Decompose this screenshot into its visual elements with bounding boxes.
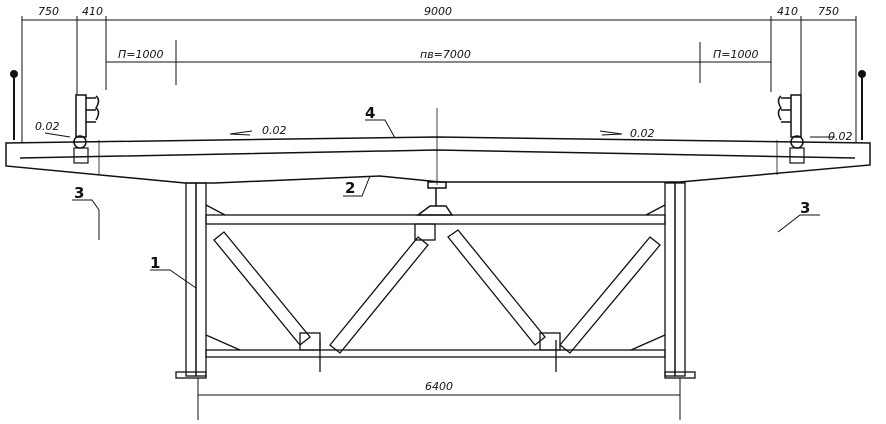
dim-right-sidewalk: 750 [818, 5, 839, 18]
deck-slab [5, 108, 871, 185]
center-bearing [415, 181, 454, 216]
callout-3-left: 3 [74, 184, 84, 202]
callout-1: 1 [150, 254, 160, 272]
callout-2: 2 [345, 179, 355, 197]
top-dimension-chain [21, 16, 857, 143]
slope-right-sidewalk: 0.02 [828, 130, 853, 143]
dim-left-shoulder: П=1000 [118, 48, 163, 61]
dim-right-shoulder: П=1000 [713, 48, 758, 61]
left-railing [10, 70, 100, 164]
slope-left-carriageway: 0.02 [262, 124, 287, 137]
slope-right-carriageway: 0.02 [630, 127, 655, 140]
callout-leaders [72, 119, 820, 289]
dim-left-sidewalk: 750 [38, 5, 59, 18]
dim-left-curb: 410 [82, 5, 103, 18]
dim-total-width: 9000 [424, 5, 452, 18]
bottom-dimension [197, 378, 681, 420]
callout-4: 4 [365, 104, 375, 122]
steel-truss [175, 182, 696, 379]
dim-carriageway: пв=7000 [420, 48, 471, 61]
callout-3-right: 3 [800, 199, 810, 217]
slope-arrows [44, 130, 835, 138]
dim-right-curb: 410 [777, 5, 798, 18]
slope-left-sidewalk: 0.02 [35, 120, 60, 133]
right-railing [777, 70, 866, 164]
dim-truss-width: 6400 [425, 380, 453, 393]
